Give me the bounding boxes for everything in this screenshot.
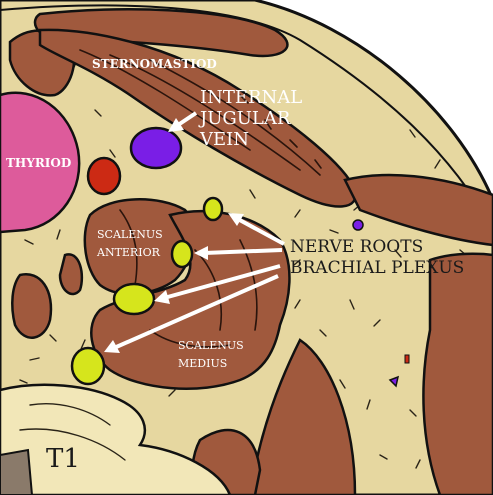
nerve-root-4	[72, 348, 104, 384]
label-ijv-line3: VEIN	[199, 129, 249, 150]
internal-jugular-vein	[131, 128, 181, 168]
nerve-root-2	[172, 241, 192, 267]
small-muscle-left	[12, 274, 51, 337]
label-nerve-roots-1: NERVE ROOTS	[290, 237, 423, 257]
label-sternomastoid: STERNOMASTIOD	[92, 57, 217, 71]
label-scalenus-medius-1: SCALENUS	[178, 339, 244, 352]
label-scalenus-anterior-1: SCALENUS	[97, 228, 163, 241]
carotid-artery	[88, 158, 120, 194]
label-scalenus-medius-2: MEDIUS	[178, 357, 227, 370]
label-ijv-line2: JUGULAR	[198, 108, 291, 129]
label-nerve-roots-2: BRACHIAL PLEXUS	[290, 258, 464, 278]
small-vein	[353, 220, 363, 230]
small-artery	[405, 355, 409, 363]
vertebral-body-segment	[0, 450, 32, 495]
label-ijv-line1: INTERNAL	[200, 87, 302, 108]
nerve-root-3	[114, 284, 154, 314]
nerve-root-1	[204, 198, 222, 220]
label-scalenus-anterior-2: ANTERIOR	[96, 246, 161, 259]
label-thyroid: THYRIOD	[6, 156, 71, 170]
longus-colli-muscle	[60, 254, 82, 294]
label-t1: T1	[46, 444, 80, 474]
right-side-muscle	[423, 254, 493, 495]
